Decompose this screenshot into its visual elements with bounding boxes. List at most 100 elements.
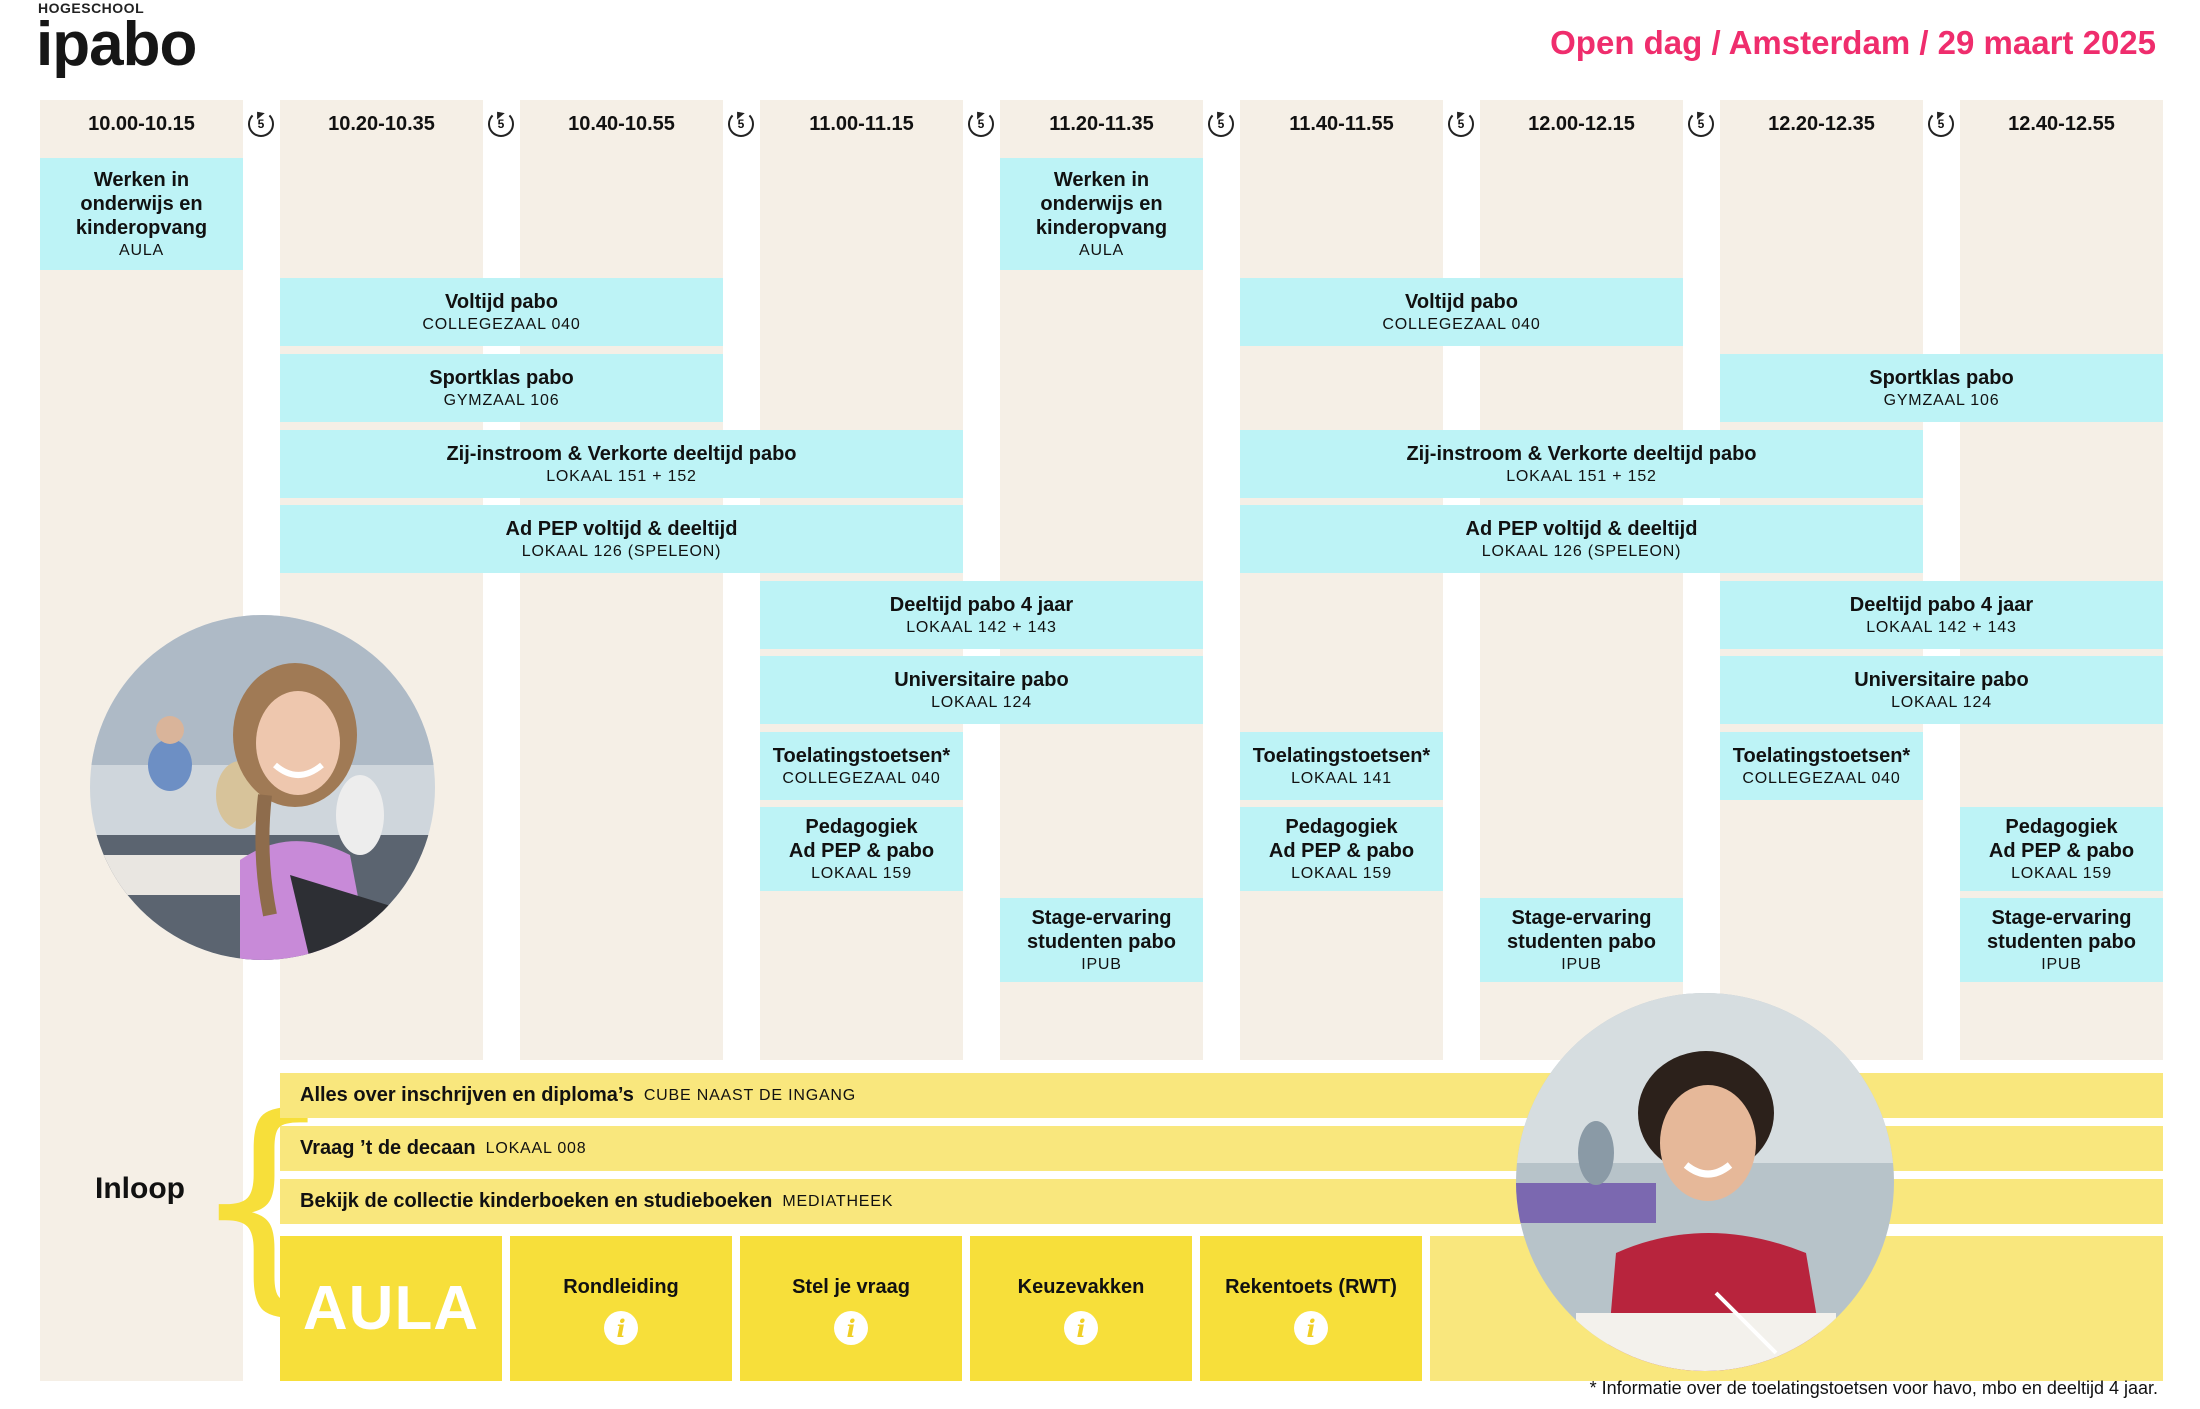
break-5min-icon: 5 <box>248 111 274 137</box>
session-room: LOKAAL 142 + 143 <box>1866 619 2017 636</box>
session-voltijd-pabo: Voltijd pabo COLLEGEZAAL 040 <box>1240 278 1683 346</box>
session-sportklas-pabo: Sportklas pabo GYMZAAL 106 <box>280 354 723 422</box>
session-room: LOKAAL 126 (SPELEON) <box>521 543 722 560</box>
session-title: Voltijd pabo <box>1405 291 1518 313</box>
box-label: Rondleiding <box>563 1276 679 1298</box>
time-slot-header: 10.00-10.15 <box>40 100 243 148</box>
session-room: AULA <box>119 242 164 259</box>
session-room: LOKAAL 159 <box>1291 865 1392 882</box>
info-icon: i <box>1064 1311 1098 1345</box>
session-room: IPUB <box>2041 956 2082 973</box>
box-rekentoets: Rekentoets (RWT) i <box>1200 1236 1422 1381</box>
session-room: LOKAAL 124 <box>1891 694 1992 711</box>
session-title: Toelatingstoetsen* <box>772 745 951 767</box>
break-5min-icon: 5 <box>728 111 754 137</box>
session-room: COLLEGEZAAL 040 <box>782 770 941 787</box>
session-universitaire-pabo: Universitaire pabo LOKAAL 124 <box>1720 656 2163 724</box>
session-pedagogiek: Pedagogiek Ad PEP & pabo LOKAAL 159 <box>760 807 963 891</box>
session-room: LOKAAL 141 <box>1291 770 1392 787</box>
time-slot-header: 11.00-11.15 <box>760 100 963 148</box>
time-slot-header: 10.40-10.55 <box>520 100 723 148</box>
session-room: AULA <box>1079 242 1124 259</box>
column-8 <box>1720 100 1923 1060</box>
session-title-line: Stage-ervaring <box>1031 907 1172 929</box>
student-photo <box>1516 993 1894 1371</box>
box-stel-je-vraag: Stel je vraag i <box>740 1236 962 1381</box>
session-title: Sportklas pabo <box>429 367 574 389</box>
session-title-line: studenten pabo <box>1507 931 1656 953</box>
session-title-line: Werken in <box>1053 169 1150 191</box>
session-title: Deeltijd pabo 4 jaar <box>1849 594 2034 616</box>
session-title-line: Ad PEP & pabo <box>1268 840 1415 862</box>
column-4 <box>760 100 963 1060</box>
session-ad-pep: Ad PEP voltijd & deeltijd LOKAAL 126 (SP… <box>1240 505 1923 573</box>
time-slot-header: 11.20-11.35 <box>1000 100 1203 148</box>
logo-school-label: HOGESCHOOL <box>38 0 145 16</box>
footnote: * Informatie over de toelatingstoetsen v… <box>1589 1378 2158 1398</box>
break-5min-icon: 5 <box>1688 111 1714 137</box>
student-photo-illustration <box>1516 993 1894 1371</box>
session-title-line: Werken in <box>93 169 190 191</box>
session-universitaire-pabo: Universitaire pabo LOKAAL 124 <box>760 656 1203 724</box>
column-3 <box>520 100 723 1060</box>
session-stage-ervaring: Stage-ervaring studenten pabo IPUB <box>1000 898 1203 982</box>
session-title-line: onderwijs en <box>80 193 203 215</box>
info-icon: i <box>834 1311 868 1345</box>
inloop-label: Inloop <box>95 1172 185 1205</box>
inloop-bar-title: Alles over inschrijven en diploma’s <box>300 1084 634 1106</box>
time-slot-header: 10.20-10.35 <box>280 100 483 148</box>
session-werken-in-onderwijs: Werken in onderwijs en kinderopvang AULA <box>40 158 243 270</box>
session-title-line: studenten pabo <box>1987 931 2136 953</box>
box-label: Rekentoets (RWT) <box>1225 1276 1397 1298</box>
session-title-line: kinderopvang <box>75 217 208 239</box>
inloop-bar-room: LOKAAL 008 <box>485 1139 587 1157</box>
session-deeltijd-pabo: Deeltijd pabo 4 jaar LOKAAL 142 + 143 <box>760 581 1203 649</box>
session-room: LOKAAL 124 <box>931 694 1032 711</box>
session-toelatingstoetsen: Toelatingstoetsen* COLLEGEZAAL 040 <box>1720 732 1923 800</box>
session-title: Ad PEP voltijd & deeltijd <box>505 518 738 540</box>
box-rondleiding: Rondleiding i <box>510 1236 732 1381</box>
session-deeltijd-pabo: Deeltijd pabo 4 jaar LOKAAL 142 + 143 <box>1720 581 2163 649</box>
box-label: Stel je vraag <box>792 1276 910 1298</box>
session-zij-instroom: Zij-instroom & Verkorte deeltijd pabo LO… <box>280 430 963 498</box>
break-5min-icon: 5 <box>488 111 514 137</box>
session-title-line: Ad PEP & pabo <box>788 840 935 862</box>
session-title: Deeltijd pabo 4 jaar <box>889 594 1074 616</box>
box-label: Keuzevakken <box>1017 1276 1145 1298</box>
session-room: LOKAAL 159 <box>2011 865 2112 882</box>
session-title-line: Pedagogiek <box>805 816 918 838</box>
session-title-line: studenten pabo <box>1027 931 1176 953</box>
session-title-line: onderwijs en <box>1040 193 1163 215</box>
student-photo-illustration <box>90 615 435 960</box>
aula-box: AULA <box>280 1236 502 1381</box>
session-title-line: Pedagogiek <box>2005 816 2118 838</box>
session-title: Toelatingstoetsen* <box>1732 745 1911 767</box>
ipabo-logo: ipabo <box>36 10 197 79</box>
time-slot-header: 12.00-12.15 <box>1480 100 1683 148</box>
session-room: COLLEGEZAAL 040 <box>1382 316 1541 333</box>
session-room: LOKAAL 142 + 143 <box>906 619 1057 636</box>
session-title: Universitaire pabo <box>894 669 1069 691</box>
session-title: Ad PEP voltijd & deeltijd <box>1465 518 1698 540</box>
session-title: Voltijd pabo <box>445 291 558 313</box>
session-title-line: kinderopvang <box>1035 217 1168 239</box>
session-title: Sportklas pabo <box>1869 367 2014 389</box>
session-pedagogiek: Pedagogiek Ad PEP & pabo LOKAAL 159 <box>1960 807 2163 891</box>
inloop-bar-title: Bekijk de collectie kinderboeken en stud… <box>300 1190 773 1212</box>
break-5min-icon: 5 <box>1928 111 1954 137</box>
inloop-bar-title: Vraag ’t de decaan <box>300 1137 476 1159</box>
session-title-line: Pedagogiek <box>1285 816 1398 838</box>
session-stage-ervaring: Stage-ervaring studenten pabo IPUB <box>1480 898 1683 982</box>
break-5min-icon: 5 <box>1448 111 1474 137</box>
session-room: LOKAAL 126 (SPELEON) <box>1481 543 1682 560</box>
aula-label: AULA <box>302 1274 480 1343</box>
session-room: GYMZAAL 106 <box>443 392 560 409</box>
session-stage-ervaring: Stage-ervaring studenten pabo IPUB <box>1960 898 2163 982</box>
session-room: COLLEGEZAAL 040 <box>422 316 581 333</box>
session-room: LOKAAL 159 <box>811 865 912 882</box>
session-toelatingstoetsen: Toelatingstoetsen* COLLEGEZAAL 040 <box>760 732 963 800</box>
session-room: GYMZAAL 106 <box>1883 392 2000 409</box>
session-voltijd-pabo: Voltijd pabo COLLEGEZAAL 040 <box>280 278 723 346</box>
session-room: IPUB <box>1081 956 1122 973</box>
inloop-bar-room: CUBE NAAST DE INGANG <box>643 1086 857 1104</box>
